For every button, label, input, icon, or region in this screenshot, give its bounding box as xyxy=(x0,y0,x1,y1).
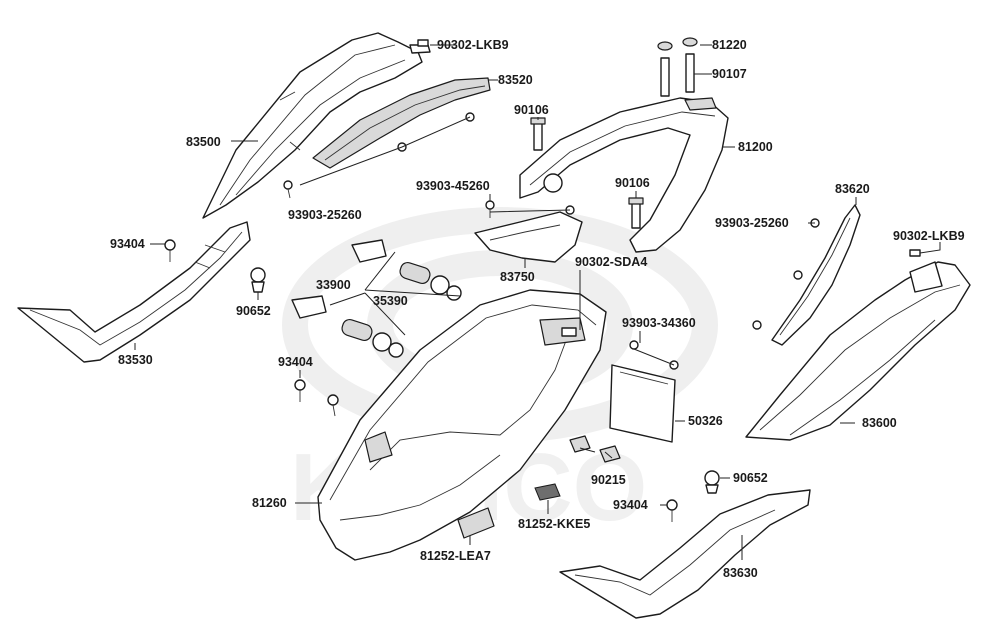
label-83750[interactable]: 83750 xyxy=(500,270,535,284)
label-93404-right[interactable]: 93404 xyxy=(613,498,648,512)
label-81252-lea7[interactable]: 81252-LEA7 xyxy=(420,549,491,563)
label-83620[interactable]: 83620 xyxy=(835,182,870,196)
part-83630-lower-cover[interactable] xyxy=(559,489,811,619)
label-93404-mid[interactable]: 93404 xyxy=(278,355,313,369)
label-90302-sda4[interactable]: 90302-SDA4 xyxy=(575,255,647,269)
label-93903-45260[interactable]: 93903-45260 xyxy=(416,179,490,193)
part-83620-side-rail[interactable] xyxy=(771,204,861,346)
part-83750-bracket[interactable] xyxy=(474,211,583,263)
label-90302-lkb9-right[interactable]: 90302-LKB9 xyxy=(893,229,965,243)
label-81260[interactable]: 81260 xyxy=(252,496,287,510)
fastener-90106-top[interactable] xyxy=(530,117,546,151)
fastener-90302-lkb9-right[interactable] xyxy=(909,249,921,257)
part-50326-panel[interactable] xyxy=(609,364,676,443)
fastener-90302-lkb9-top[interactable] xyxy=(417,39,429,47)
fastener-93903-34360[interactable] xyxy=(629,340,679,370)
label-93903-34360[interactable]: 93903-34360 xyxy=(622,316,696,330)
fastener-90106-mid[interactable] xyxy=(628,197,644,229)
part-81252-kke5[interactable] xyxy=(534,483,561,501)
label-50326[interactable]: 50326 xyxy=(688,414,723,428)
part-81260-helmet-box[interactable] xyxy=(317,289,607,561)
label-90652-left[interactable]: 90652 xyxy=(236,304,271,318)
label-81200[interactable]: 81200 xyxy=(738,140,773,154)
part-83600-side-cover[interactable] xyxy=(745,261,971,441)
leader-lines xyxy=(134,44,941,560)
fastener-90302-sda4[interactable] xyxy=(561,327,577,337)
part-83530-lower-cover[interactable] xyxy=(17,221,251,363)
label-83630[interactable]: 83630 xyxy=(723,566,758,580)
label-90652-right[interactable]: 90652 xyxy=(733,471,768,485)
label-90106-mid[interactable]: 90106 xyxy=(615,176,650,190)
label-83530[interactable]: 83530 xyxy=(118,353,153,367)
part-35390-lamp-set[interactable] xyxy=(351,239,462,301)
part-33900-lamp-set[interactable] xyxy=(291,295,404,358)
part-81252-lea7[interactable] xyxy=(457,507,495,539)
label-35390[interactable]: 35390 xyxy=(373,294,408,308)
fastener-93404-mid[interactable] xyxy=(294,379,339,417)
label-90107[interactable]: 90107 xyxy=(712,67,747,81)
part-81200-grab-rail[interactable] xyxy=(519,97,729,253)
fastener-90652-right[interactable] xyxy=(704,470,720,494)
fastener-90652-left[interactable] xyxy=(250,267,266,293)
label-90106-top[interactable]: 90106 xyxy=(514,103,549,117)
label-93404-left[interactable]: 93404 xyxy=(110,237,145,251)
fastener-81220[interactable] xyxy=(657,37,698,51)
fastener-93404-left[interactable] xyxy=(164,239,176,262)
label-33900[interactable]: 33900 xyxy=(316,278,351,292)
part-83500-side-cover[interactable] xyxy=(202,32,423,219)
fastener-90215[interactable] xyxy=(569,435,621,463)
label-81252-kke5[interactable]: 81252-KKE5 xyxy=(518,517,590,531)
label-83520[interactable]: 83520 xyxy=(498,73,533,87)
label-83600[interactable]: 83600 xyxy=(862,416,897,430)
label-90302-lkb9-top[interactable]: 90302-LKB9 xyxy=(437,38,509,52)
label-81220[interactable]: 81220 xyxy=(712,38,747,52)
fastener-90107[interactable] xyxy=(660,53,695,97)
label-93903-25260-right[interactable]: 93903-25260 xyxy=(715,216,789,230)
label-93903-25260-left[interactable]: 93903-25260 xyxy=(288,208,362,222)
label-83500[interactable]: 83500 xyxy=(186,135,221,149)
label-90215[interactable]: 90215 xyxy=(591,473,626,487)
part-labels: 90302-LKB9 83520 83500 93903-25260 93404… xyxy=(110,38,965,580)
fastener-93404-right[interactable] xyxy=(666,499,678,522)
